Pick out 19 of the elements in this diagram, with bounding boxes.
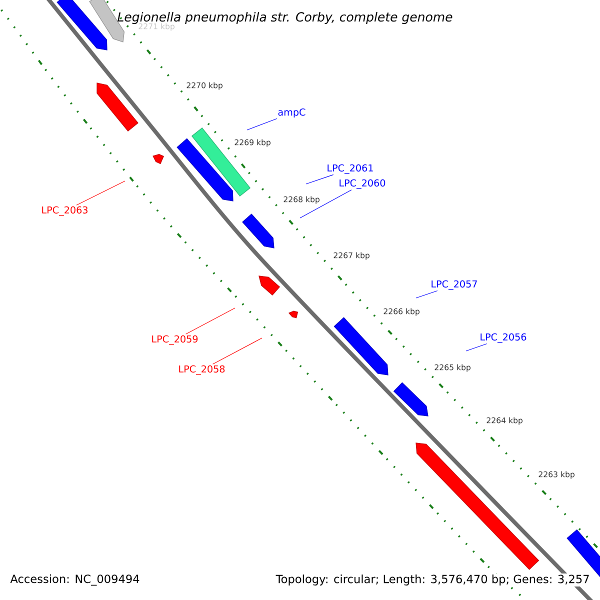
leader-line [306,174,334,184]
leader-line [186,308,236,334]
gene-label: LPC_2059 [152,335,198,345]
gene-label: LPC_2060 [340,179,386,189]
gene-label: LPC_2056 [480,333,526,343]
leader-line [466,343,488,352]
gene-label: LPC_2063 [42,206,88,216]
accession-text: Accession: NC_009494 [10,574,140,586]
leader-line [300,190,352,218]
gene-label: LPC_2057 [432,280,477,290]
gene-label: LPC_2061 [328,164,373,174]
title: Legionella pneumophila str. Corby, complete genome [118,12,452,24]
genome-info-text: Topology: circular; Length: 3,576,470 bp; Genes: 3,257 [274,574,591,586]
gene-label: LPC_2058 [179,365,225,375]
leader-line [416,290,438,298]
leader-line [212,338,262,364]
leader-line [76,180,126,206]
leader-line [246,118,278,130]
gene-label: ampC [278,108,306,118]
